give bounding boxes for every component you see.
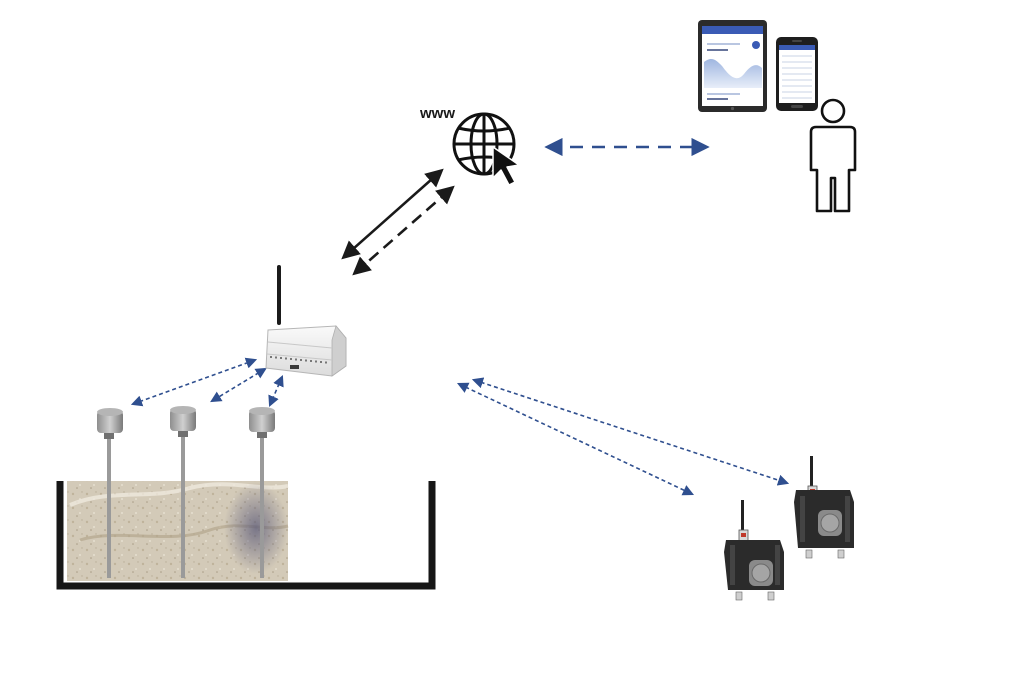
globe-cursor-icon xyxy=(452,112,520,186)
wireless-meter-icon xyxy=(724,500,784,601)
smartphone-icon xyxy=(776,37,818,111)
mobile-app-devices xyxy=(698,20,818,112)
tablet-icon xyxy=(698,20,767,112)
soil-probe-sensor-icon xyxy=(170,406,196,578)
gateway-to-sensor-2-link xyxy=(210,367,267,403)
gateway-uplink-solid xyxy=(341,168,444,260)
wireless-meter-icon xyxy=(794,456,854,559)
gateway-to-meter-1-link xyxy=(456,382,695,496)
person-icon xyxy=(809,98,857,213)
soil-probe-sensor-icon xyxy=(97,408,123,578)
gateway-to-meter-2-link xyxy=(471,377,790,486)
soil-probe-sensor-icon xyxy=(249,407,275,578)
soil-container xyxy=(56,481,436,590)
www-label: www xyxy=(419,105,455,122)
gateway-to-sensor-1-link xyxy=(130,357,258,407)
gateway-to-sensor-3-link xyxy=(268,374,284,408)
wireless-gateway-icon xyxy=(265,265,347,377)
gateway-downlink-dashed xyxy=(352,185,455,276)
